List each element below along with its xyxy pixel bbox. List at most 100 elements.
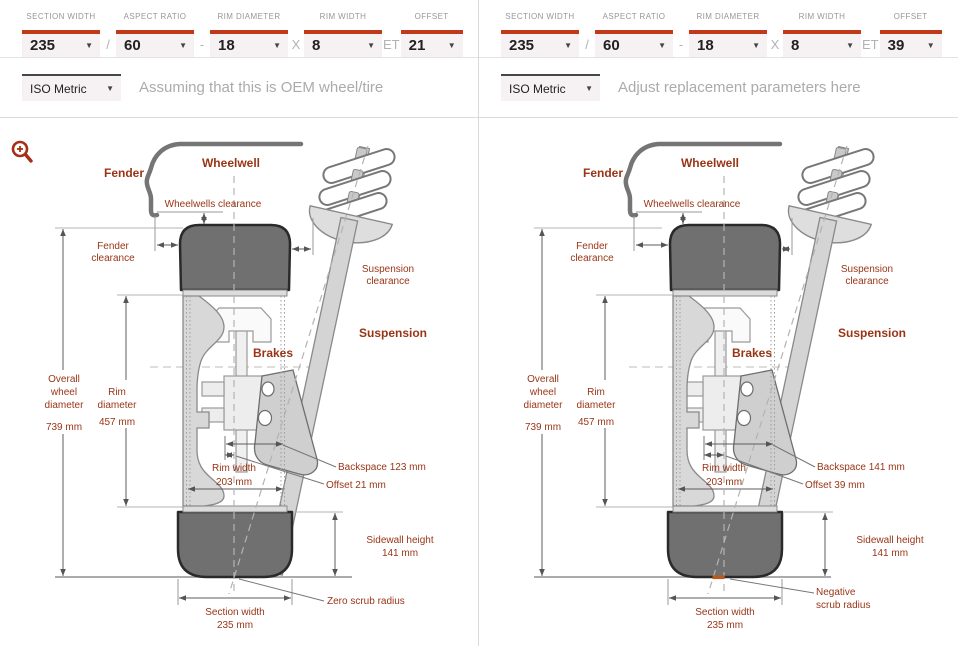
field-section-width: SECTION WIDTH 235 ▼ — [501, 12, 579, 57]
rim-diameter-value: 457 mm — [99, 417, 135, 428]
overall-diameter-label: Overall — [48, 374, 80, 385]
field-rim-width: RIM WIDTH 8 ▼ — [783, 12, 861, 57]
rim-diameter-label: RIM DIAMETER — [696, 12, 760, 21]
unit-system-select[interactable]: ISO Metric ▼ — [22, 74, 121, 101]
separator-dash: - — [199, 37, 205, 52]
dropdown-caret-icon: ▼ — [447, 41, 456, 50]
panel-oem: SECTION WIDTH 235 ▼ / ASPECT RATIO 60 ▼ … — [0, 0, 479, 646]
offset-diagram-label: Offset 21 mm — [326, 480, 386, 491]
field-aspect-ratio: ASPECT RATIO 60 ▼ — [595, 12, 673, 57]
backspace-label: Backspace 123 mm — [338, 462, 426, 473]
oem-tire-size-selectors: SECTION WIDTH 235 ▼ / ASPECT RATIO 60 ▼ … — [0, 0, 478, 58]
replacement-unit-row: ISO Metric ▼ Adjust replacement paramete… — [479, 58, 958, 118]
aspect-ratio-select[interactable]: 60 ▼ — [116, 30, 194, 57]
offset-select[interactable]: 21 ▼ — [400, 30, 463, 57]
separator-et: ET — [862, 37, 879, 52]
rim-width-label: RIM WIDTH — [319, 12, 367, 21]
separator-x: X — [770, 37, 780, 52]
section-width-select[interactable]: 235 ▼ — [22, 30, 100, 57]
suspension-label: Suspension — [359, 326, 427, 340]
oem-wheel-diagram: Fender Wheelwell Wheelwells clearance Fe… — [11, 140, 434, 631]
rim-width-diagram-label: Rim width — [702, 463, 746, 474]
replacement-wheel-diagram: Fender Wheelwell Wheelwells clearance Fe… — [524, 118, 924, 631]
replacement-hint-text: Adjust replacement parameters here — [618, 79, 861, 96]
section-width-select[interactable]: 235 ▼ — [501, 30, 579, 57]
unit-system-select[interactable]: ISO Metric ▼ — [501, 74, 600, 101]
section-width-label: SECTION WIDTH — [26, 12, 96, 21]
dropdown-caret-icon: ▼ — [752, 41, 760, 50]
separator-x: X — [291, 37, 301, 52]
suspension-clearance-label: Suspension — [362, 264, 414, 275]
offset-select[interactable]: 39 ▼ — [879, 30, 942, 57]
rim-width-diagram-label: Rim width — [212, 463, 256, 474]
separator-et: ET — [383, 37, 400, 52]
dropdown-caret-icon: ▼ — [273, 41, 281, 50]
svg-text:clearance: clearance — [845, 276, 889, 287]
oem-diagram-area: Fender Wheelwell Wheelwells clearance Fe… — [0, 118, 478, 646]
svg-text:235 mm: 235 mm — [707, 620, 743, 631]
svg-text:wheel: wheel — [50, 387, 77, 398]
rim-diameter-value: 457 mm — [578, 417, 614, 428]
fender-label: Fender — [583, 166, 623, 180]
replacement-tire-size-selectors: SECTION WIDTH 235 ▼ / ASPECT RATIO 60 ▼ … — [479, 0, 958, 58]
section-width-label: SECTION WIDTH — [505, 12, 575, 21]
fender-clearance-label: Fender — [97, 241, 129, 252]
section-width-diagram-label: Section width — [695, 607, 754, 618]
replacement-diagram-area: Fender Wheelwell Wheelwells clearance Fe… — [479, 118, 958, 646]
dropdown-caret-icon: ▼ — [658, 41, 666, 50]
section-width-diagram-label: Section width — [205, 607, 264, 618]
field-aspect-ratio: ASPECT RATIO 60 ▼ — [116, 12, 194, 57]
separator-slash: / — [106, 37, 110, 52]
suspension-label: Suspension — [838, 326, 906, 340]
field-offset: OFFSET 39 ▼ — [879, 12, 942, 57]
sidewall-height-label: Sidewall height — [366, 535, 433, 546]
offset-label: OFFSET — [414, 12, 449, 21]
fender-clearance-label: Fender — [576, 241, 608, 252]
dropdown-caret-icon: ▼ — [367, 41, 375, 50]
overall-diameter-value: 739 mm — [46, 422, 82, 433]
field-rim-width: RIM WIDTH 8 ▼ — [304, 12, 382, 57]
overall-diameter-value: 739 mm — [525, 422, 561, 433]
svg-text:203 mm: 203 mm — [216, 477, 252, 488]
field-section-width: SECTION WIDTH 235 ▼ — [22, 12, 100, 57]
dropdown-caret-icon: ▼ — [585, 84, 593, 93]
dropdown-caret-icon: ▼ — [85, 41, 93, 50]
wheelwells-clearance-label: Wheelwells clearance — [644, 199, 741, 210]
field-rim-diameter: RIM DIAMETER 18 ▼ — [210, 12, 288, 57]
steering-axis-line — [707, 145, 848, 595]
svg-text:clearance: clearance — [366, 276, 410, 287]
sidewall-height-label: Sidewall height — [856, 535, 923, 546]
offset-diagram-label: Offset 39 mm — [805, 480, 865, 491]
oem-unit-row: ISO Metric ▼ Assuming that this is OEM w… — [0, 58, 478, 118]
aspect-ratio-select[interactable]: 60 ▼ — [595, 30, 673, 57]
svg-text:scrub radius: scrub radius — [816, 600, 870, 611]
separator-slash: / — [585, 37, 589, 52]
svg-text:diameter: diameter — [577, 400, 617, 411]
dropdown-caret-icon: ▼ — [564, 41, 572, 50]
overall-diameter-label: Overall — [527, 374, 559, 385]
svg-text:235 mm: 235 mm — [217, 620, 253, 631]
rim-diameter-select[interactable]: 18 ▼ — [689, 30, 767, 57]
rim-diameter-select[interactable]: 18 ▼ — [210, 30, 288, 57]
dropdown-caret-icon: ▼ — [846, 41, 854, 50]
scrub-radius-label: Negative — [816, 587, 856, 598]
rim-width-select[interactable]: 8 ▼ — [304, 30, 382, 57]
svg-text:141 mm: 141 mm — [872, 548, 908, 559]
steering-axis-line — [228, 145, 369, 595]
brakes-label: Brakes — [253, 346, 293, 360]
rim-diameter-diagram-label: Rim — [587, 387, 605, 398]
backspace-label: Backspace 141 mm — [817, 462, 905, 473]
svg-text:clearance: clearance — [91, 253, 135, 264]
separator-dash: - — [678, 37, 684, 52]
svg-text:wheel: wheel — [529, 387, 556, 398]
zoom-in-icon[interactable] — [11, 140, 33, 163]
dropdown-caret-icon: ▼ — [106, 84, 114, 93]
field-offset: OFFSET 21 ▼ — [400, 12, 463, 57]
svg-text:diameter: diameter — [45, 400, 85, 411]
svg-text:141 mm: 141 mm — [382, 548, 418, 559]
dropdown-caret-icon: ▼ — [926, 41, 935, 50]
rim-width-select[interactable]: 8 ▼ — [783, 30, 861, 57]
aspect-ratio-label: ASPECT RATIO — [602, 12, 666, 21]
rim-diameter-diagram-label: Rim — [108, 387, 126, 398]
